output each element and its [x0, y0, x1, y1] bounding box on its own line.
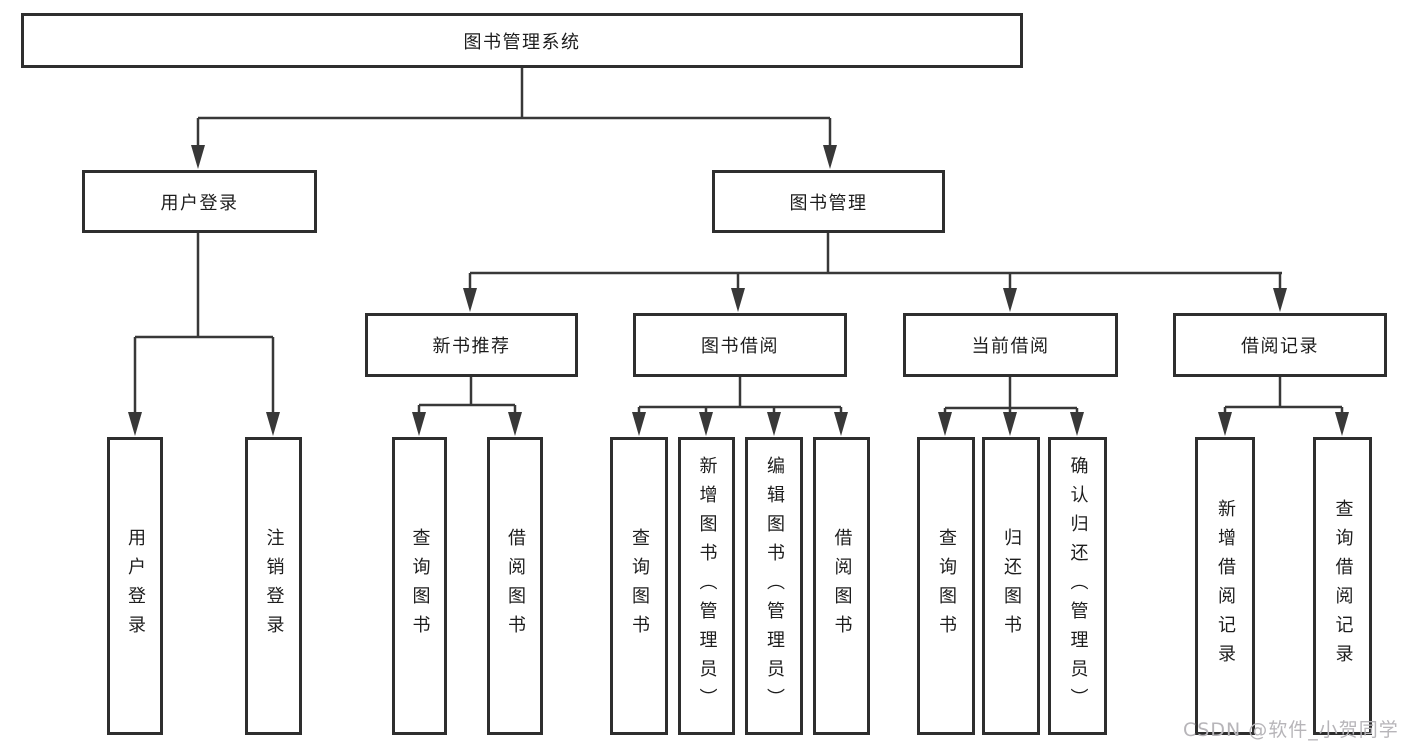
leaf-label: 查询借阅记录 — [1332, 499, 1354, 673]
leaf-query-books-current: 查询图书 — [917, 437, 975, 735]
leaf-label: 新增借阅记录 — [1215, 499, 1236, 673]
leaf-label: 查询图书 — [936, 528, 957, 644]
node-current-borrow: 当前借阅 — [903, 313, 1118, 377]
leaf-query-books-recommend: 查询图书 — [392, 437, 447, 735]
node-label: 借阅记录 — [1241, 336, 1319, 357]
node-user-login: 用户登录 — [82, 170, 317, 233]
leaf-label: 编辑图书（管理员） — [764, 455, 785, 717]
connector-user-login-children — [128, 233, 280, 436]
leaf-label: 用户登录 — [125, 528, 146, 644]
leaf-borrow-books-borrow: 借阅图书 — [813, 437, 870, 735]
leaf-label: 查询图书 — [409, 528, 431, 644]
node-system-title: 图书管理系统 — [21, 13, 1023, 68]
csdn-watermark: CSDN @软件_小贺同学 — [1183, 719, 1399, 741]
leaf-confirm-return-admin: 确认归还（管理员） — [1048, 437, 1107, 735]
node-borrow-records: 借阅记录 — [1173, 313, 1387, 377]
connector-book-borrow-children — [632, 377, 848, 436]
leaf-label: 新增图书（管理员） — [696, 455, 718, 717]
node-label: 当前借阅 — [971, 336, 1050, 357]
connector-new-rec-children — [412, 377, 522, 436]
leaf-borrow-books-recommend: 借阅图书 — [487, 437, 543, 735]
leaf-logout: 注销登录 — [245, 437, 302, 735]
node-book-borrow: 图书借阅 — [633, 313, 847, 377]
leaf-label: 注销登录 — [263, 528, 285, 644]
leaf-label: 借阅图书 — [505, 528, 526, 644]
leaf-label: 借阅图书 — [831, 528, 853, 644]
leaf-add-book-admin: 新增图书（管理员） — [678, 437, 735, 735]
leaf-user-login: 用户登录 — [107, 437, 163, 735]
connector-borrow-records-children — [1218, 377, 1349, 436]
node-book-management: 图书管理 — [712, 170, 945, 233]
leaf-label: 查询图书 — [629, 528, 650, 644]
node-label: 图书管理 — [789, 192, 868, 214]
connector-book-mgmt-to-level3 — [463, 233, 1287, 312]
node-label: 用户登录 — [160, 192, 239, 214]
leaf-label: 归还图书 — [1001, 528, 1022, 644]
leaf-edit-book-admin: 编辑图书（管理员） — [745, 437, 803, 735]
leaf-return-books: 归还图书 — [982, 437, 1040, 735]
node-label: 图书管理系统 — [463, 31, 581, 53]
leaf-label: 确认归还（管理员） — [1067, 455, 1089, 717]
node-label: 图书借阅 — [701, 336, 779, 357]
node-label: 新书推荐 — [432, 336, 511, 357]
connector-current-borrow-children — [938, 377, 1084, 436]
leaf-query-books-borrow: 查询图书 — [610, 437, 668, 735]
leaf-add-borrow-record: 新增借阅记录 — [1195, 437, 1255, 735]
leaf-query-borrow-record: 查询借阅记录 — [1313, 437, 1372, 735]
connector-root-to-level2 — [191, 68, 837, 169]
node-new-book-recommend: 新书推荐 — [365, 313, 578, 377]
